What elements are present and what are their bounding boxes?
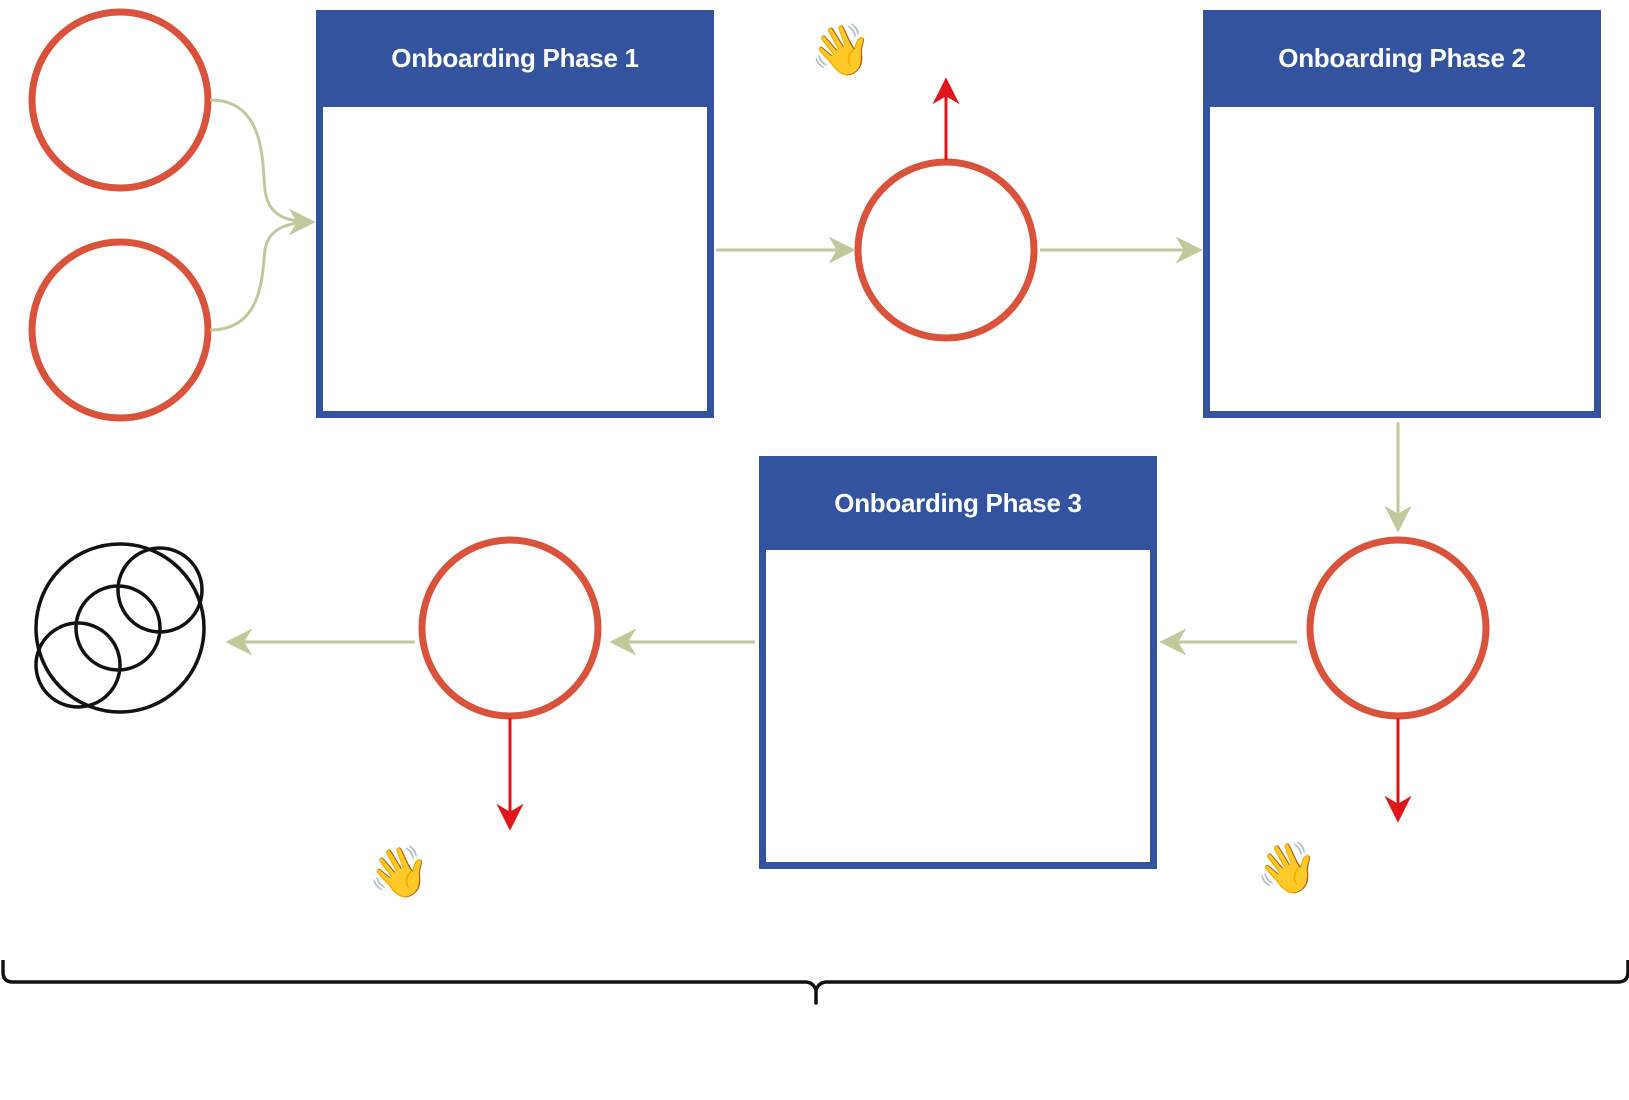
checkpoint-circle-3	[418, 536, 602, 720]
phase-3-title: Onboarding Phase 3	[834, 487, 1082, 518]
checkpoint-circle-2	[1306, 536, 1490, 720]
phase-3-box: Onboarding Phase 3	[759, 456, 1157, 869]
phase-3-header: Onboarding Phase 3	[759, 456, 1157, 550]
entry-circle-top	[28, 8, 212, 192]
bottom-brace	[1, 960, 1629, 1005]
phase-1-box: Onboarding Phase 1	[316, 10, 714, 418]
phase-2-header: Onboarding Phase 2	[1203, 10, 1601, 107]
phase-1-header: Onboarding Phase 1	[316, 10, 714, 107]
waving-hand-icon: 👋	[368, 843, 431, 901]
phase-2-title: Onboarding Phase 2	[1278, 43, 1526, 73]
waving-hand-icon: 👋	[810, 21, 873, 79]
entry-circle-bottom	[28, 238, 212, 422]
connector-bottom-entry-to-phase-1	[209, 220, 314, 332]
phase-2-box: Onboarding Phase 2	[1203, 10, 1601, 418]
phase-1-title: Onboarding Phase 1	[391, 43, 639, 73]
connector-top-entry-to-phase-1	[209, 98, 316, 236]
overlapping-circles-icon	[34, 542, 206, 714]
waving-hand-icon: 👋	[1256, 839, 1319, 897]
checkpoint-circle-1	[854, 158, 1038, 342]
